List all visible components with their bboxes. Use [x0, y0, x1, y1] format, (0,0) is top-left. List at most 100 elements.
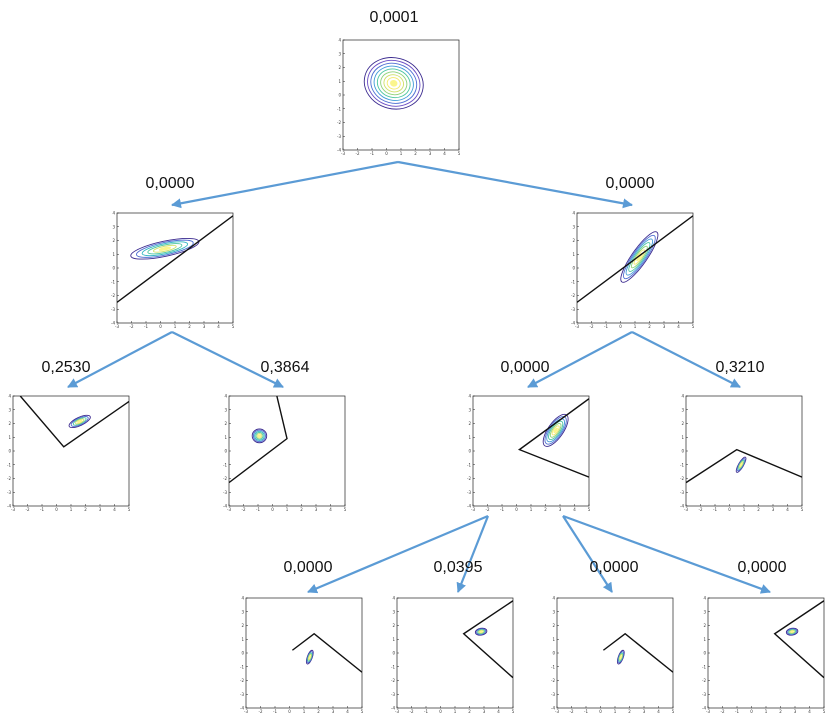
- x-tick-label: 3: [663, 324, 666, 329]
- x-tick-label: 4: [497, 709, 500, 714]
- y-tick-label: -2: [111, 293, 115, 298]
- x-tick-label: -3: [555, 709, 559, 714]
- constraint-boundary-line: [229, 396, 288, 484]
- y-tick-label: -1: [551, 664, 555, 669]
- contour-line: [633, 249, 646, 265]
- contour-line: [308, 655, 311, 659]
- contour-line: [367, 59, 421, 107]
- contour-line: [551, 425, 560, 436]
- x-tick-label: -2: [570, 709, 574, 714]
- x-tick-label: -1: [584, 709, 588, 714]
- plot-area: [686, 448, 802, 484]
- y-tick-label: -4: [551, 706, 555, 711]
- tree-edges: [67, 160, 771, 594]
- y-tick-label: 4: [112, 211, 115, 216]
- plot-frame: [472, 395, 590, 507]
- y-tick-label: -2: [337, 120, 341, 125]
- y-tick-label: 3: [552, 609, 555, 614]
- x-tick-label: -2: [590, 324, 594, 329]
- plot-area: [602, 632, 673, 673]
- y-tick-label: -1: [702, 664, 706, 669]
- y-tick-label: 1: [468, 435, 471, 440]
- contour-line: [136, 239, 194, 258]
- node-probability-label: 0,0000: [590, 559, 639, 576]
- x-tick-label: 0: [55, 507, 58, 512]
- y-tick-label: 0: [241, 651, 244, 656]
- y-tick-label: 2: [468, 421, 471, 426]
- y-tick-label: 2: [681, 421, 684, 426]
- x-tick-label: 5: [823, 709, 826, 714]
- tree-edge-arrow: [397, 160, 633, 209]
- y-tick-label: -2: [240, 678, 244, 683]
- x-tick-label: 4: [786, 507, 789, 512]
- x-tick-label: 0: [271, 507, 274, 512]
- y-tick-label: -4: [240, 706, 244, 711]
- plot-area: [19, 396, 129, 448]
- x-tick-label: 5: [512, 709, 515, 714]
- y-tick-label: 1: [224, 435, 227, 440]
- contour-line: [549, 423, 562, 438]
- x-tick-label: 0: [728, 507, 731, 512]
- plot-area: [291, 632, 362, 673]
- contour-line: [477, 629, 485, 635]
- y-tick-label: -4: [391, 706, 395, 711]
- y-tick-label: -3: [7, 490, 11, 495]
- x-tick-label: 4: [217, 324, 220, 329]
- contour-line: [739, 462, 743, 467]
- x-tick-label: -2: [130, 324, 134, 329]
- x-tick-label: 4: [346, 709, 349, 714]
- y-tick-label: 3: [703, 609, 706, 614]
- plot-area: [517, 398, 589, 478]
- contour-line: [790, 630, 794, 633]
- x-tick-label: -3: [575, 324, 579, 329]
- x-tick-label: 5: [672, 709, 675, 714]
- tree-edge-arrow: [307, 514, 489, 594]
- y-tick-label: -3: [551, 692, 555, 697]
- y-tick-label: 4: [552, 596, 555, 601]
- x-tick-label: -3: [11, 507, 15, 512]
- x-tick-label: 1: [70, 507, 73, 512]
- y-tick-label: 0: [572, 266, 575, 271]
- x-tick-label: 0: [515, 507, 518, 512]
- y-tick-label: 2: [703, 623, 706, 628]
- contour-line: [476, 628, 487, 635]
- tree-edge-arrow: [562, 515, 613, 593]
- contour-line: [363, 57, 424, 110]
- y-tick-label: 1: [8, 435, 11, 440]
- y-tick-label: 4: [224, 394, 227, 399]
- y-tick-label: 4: [572, 211, 575, 216]
- y-tick-label: 0: [703, 651, 706, 656]
- y-tick-label: -2: [7, 476, 11, 481]
- plot-area: [363, 57, 424, 110]
- x-tick-label: -2: [356, 151, 360, 156]
- y-tick-label: 1: [681, 435, 684, 440]
- x-tick-label: -3: [395, 709, 399, 714]
- y-tick-label: -3: [223, 490, 227, 495]
- y-tick-label: -1: [223, 462, 227, 467]
- y-tick-label: -2: [467, 476, 471, 481]
- contour-line: [478, 629, 484, 634]
- constraint-boundary-line: [577, 215, 693, 303]
- plot-frame: [245, 597, 363, 709]
- x-tick-label: 1: [303, 709, 306, 714]
- contour-line: [376, 68, 411, 99]
- x-tick-label: -1: [370, 151, 374, 156]
- x-tick-label: 1: [765, 709, 768, 714]
- contour-line: [787, 628, 798, 635]
- x-tick-label: 1: [400, 151, 403, 156]
- y-tick-label: -3: [111, 307, 115, 312]
- node-probability-label: 0,0000: [501, 359, 550, 376]
- y-tick-label: 4: [681, 394, 684, 399]
- x-tick-label: 2: [544, 507, 547, 512]
- x-tick-label: 4: [113, 507, 116, 512]
- plot-frame: [396, 597, 514, 709]
- x-tick-label: 2: [414, 151, 417, 156]
- contour-line: [306, 651, 313, 664]
- y-tick-label: -1: [111, 279, 115, 284]
